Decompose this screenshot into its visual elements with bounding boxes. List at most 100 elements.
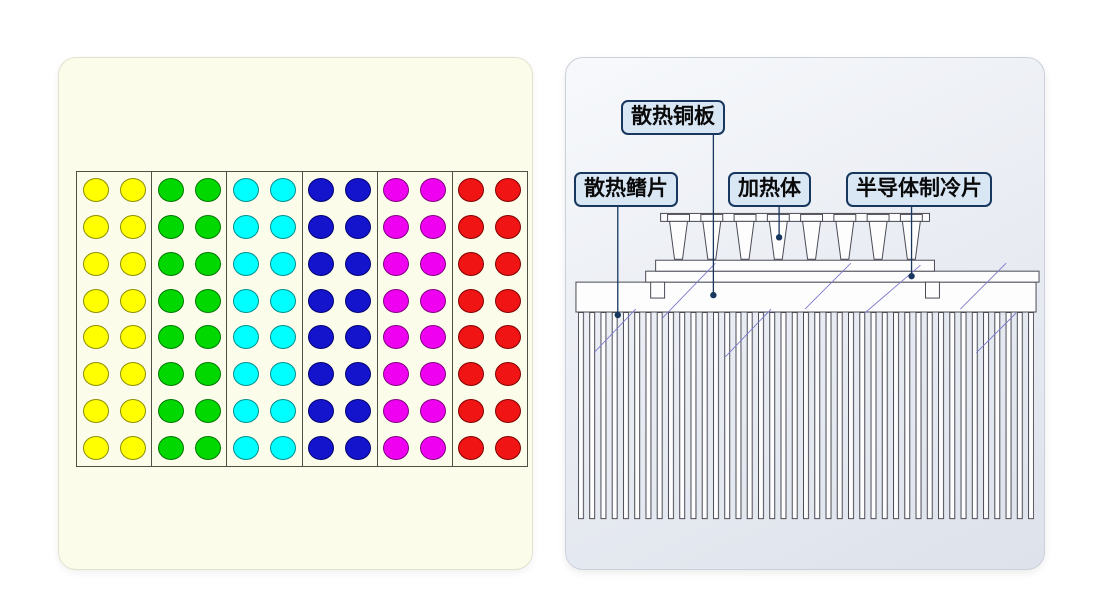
well-magenta: [383, 398, 410, 423]
well-magenta: [383, 362, 410, 387]
well-magenta: [420, 362, 447, 387]
well-blue: [308, 362, 335, 387]
well-cyan: [232, 398, 259, 423]
well-green: [157, 178, 184, 203]
well-group-magenta: [376, 171, 453, 467]
sample-tube: [868, 220, 888, 260]
well-green: [194, 178, 221, 203]
well-red: [495, 435, 522, 460]
well-green: [194, 435, 221, 460]
well-blue: [308, 288, 335, 313]
well-green: [194, 398, 221, 423]
well-cyan: [232, 435, 259, 460]
sample-tube: [702, 220, 722, 260]
well-green: [194, 362, 221, 387]
label-peltier: 半导体制冷片: [846, 172, 992, 208]
well-blue: [308, 325, 335, 350]
sample-tube: [668, 220, 689, 260]
well-red: [458, 251, 485, 276]
well-blue: [345, 178, 372, 203]
sample-plate-panel: [58, 57, 533, 570]
well-red: [495, 178, 522, 203]
well-yellow: [82, 398, 109, 423]
sample-tube: [667, 213, 690, 222]
well-yellow: [82, 435, 109, 460]
well-group-green: [151, 171, 228, 467]
well-red: [458, 435, 485, 460]
well-yellow: [119, 435, 146, 460]
label-heater: 加热体: [728, 172, 811, 208]
well-magenta: [420, 215, 447, 240]
well-red: [458, 215, 485, 240]
well-cyan: [269, 325, 296, 350]
well-green: [194, 251, 221, 276]
heatsink-drawing: [575, 131, 1040, 520]
well-yellow: [119, 288, 146, 313]
well-blue: [345, 435, 372, 460]
sample-tube: [835, 220, 855, 260]
well-blue: [345, 398, 372, 423]
well-red: [495, 288, 522, 313]
hatch-lines: [593, 262, 1017, 358]
well-magenta: [383, 325, 410, 350]
well-yellow: [119, 251, 146, 276]
well-yellow: [82, 215, 109, 240]
peltier-shape: [645, 270, 1040, 283]
well-red: [495, 251, 522, 276]
well-magenta: [420, 435, 447, 460]
well-cyan: [232, 288, 259, 313]
well-yellow: [82, 362, 109, 387]
sample-tube: [866, 213, 890, 222]
heater-base-shape: [655, 259, 935, 272]
well-magenta: [383, 435, 410, 460]
well-magenta: [383, 251, 410, 276]
well-blue: [345, 362, 372, 387]
well-green: [157, 398, 184, 423]
well-blue: [308, 251, 335, 276]
well-blue: [308, 178, 335, 203]
well-cyan: [232, 178, 259, 203]
well-magenta: [420, 178, 447, 203]
well-cyan: [269, 251, 296, 276]
well-cyan: [232, 251, 259, 276]
well-cyan: [269, 215, 296, 240]
well-green: [157, 215, 184, 240]
well-group-blue: [301, 171, 378, 467]
well-yellow: [119, 398, 146, 423]
sample-tube: [735, 220, 755, 260]
well-red: [458, 398, 485, 423]
well-magenta: [383, 288, 410, 313]
well-blue: [345, 251, 372, 276]
sample-tube: [800, 213, 824, 222]
well-cyan: [232, 362, 259, 387]
sample-tube: [833, 213, 857, 222]
well-yellow: [82, 288, 109, 313]
label-fins: 散热鳍片: [574, 172, 678, 208]
well-green: [157, 288, 184, 313]
well-yellow: [119, 362, 146, 387]
well-green: [194, 215, 221, 240]
well-red: [495, 325, 522, 350]
well-red: [495, 215, 522, 240]
well-blue: [345, 325, 372, 350]
well-magenta: [383, 215, 410, 240]
well-cyan: [232, 215, 259, 240]
well-magenta: [383, 178, 410, 203]
well-cyan: [269, 362, 296, 387]
well-green: [157, 325, 184, 350]
fins-shape: [577, 312, 1035, 520]
well-cyan: [232, 325, 259, 350]
well-red: [458, 362, 485, 387]
sample-tube: [802, 220, 822, 260]
well-cyan: [269, 435, 296, 460]
well-blue: [345, 288, 372, 313]
mount-foot-left: [650, 281, 666, 299]
well-group-yellow: [76, 171, 153, 467]
well-cyan: [269, 178, 296, 203]
well-yellow: [82, 251, 109, 276]
sample-tube: [733, 213, 757, 222]
well-magenta: [420, 398, 447, 423]
well-group-cyan: [226, 171, 303, 467]
well-green: [157, 435, 184, 460]
